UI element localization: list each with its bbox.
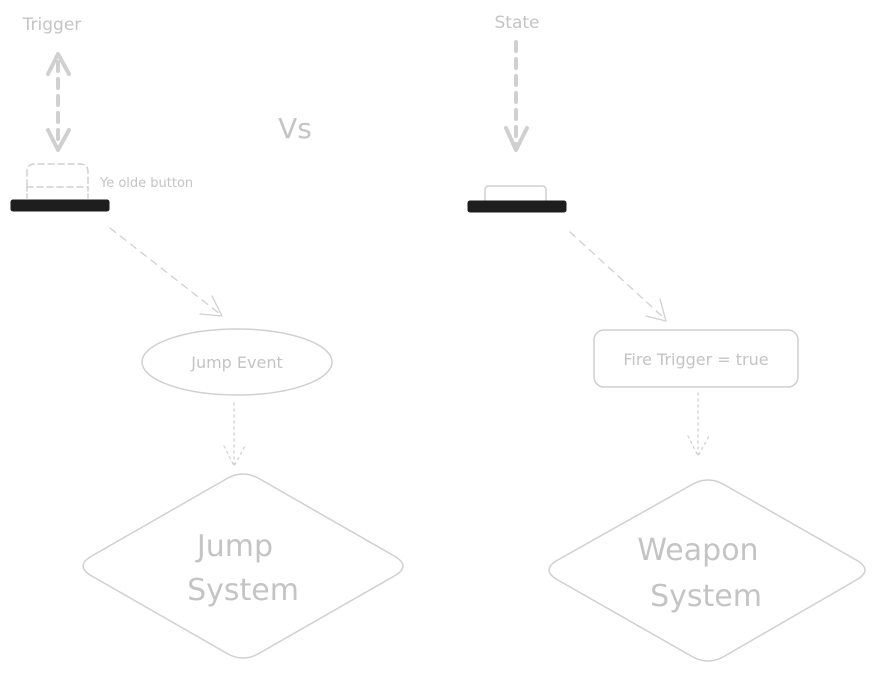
pressed-button-outline (484, 185, 547, 201)
weapon-system-node (548, 479, 866, 662)
fire-trigger-label: Fire Trigger = true (623, 350, 768, 369)
ghost-button-outline (26, 163, 89, 187)
right-button-base (467, 200, 567, 213)
jump-system-line1: Jump (195, 529, 273, 564)
state-arrow (504, 40, 529, 152)
left-button-base (10, 199, 110, 212)
jump-event-node (141, 328, 333, 396)
left-dotted-arrow (223, 402, 246, 467)
right-diagonal-arrow (569, 231, 667, 322)
right-dotted-arrow (687, 392, 710, 457)
button-caption: Ye olde button (99, 176, 193, 191)
trigger-double-arrow (46, 52, 71, 152)
weapon-system-line1: Weapon (637, 533, 758, 568)
state-label: State (495, 13, 540, 33)
jump-event-label: Jump Event (190, 353, 283, 372)
jump-system-line2: System (187, 573, 299, 608)
jump-system-node (82, 473, 404, 659)
ghost-button-lower (26, 186, 89, 199)
vs-label: Vs (278, 112, 312, 145)
weapon-system-line2: System (650, 579, 762, 614)
fire-trigger-node (593, 329, 799, 388)
left-diagonal-arrow (109, 227, 223, 317)
trigger-label: Trigger (22, 15, 82, 35)
